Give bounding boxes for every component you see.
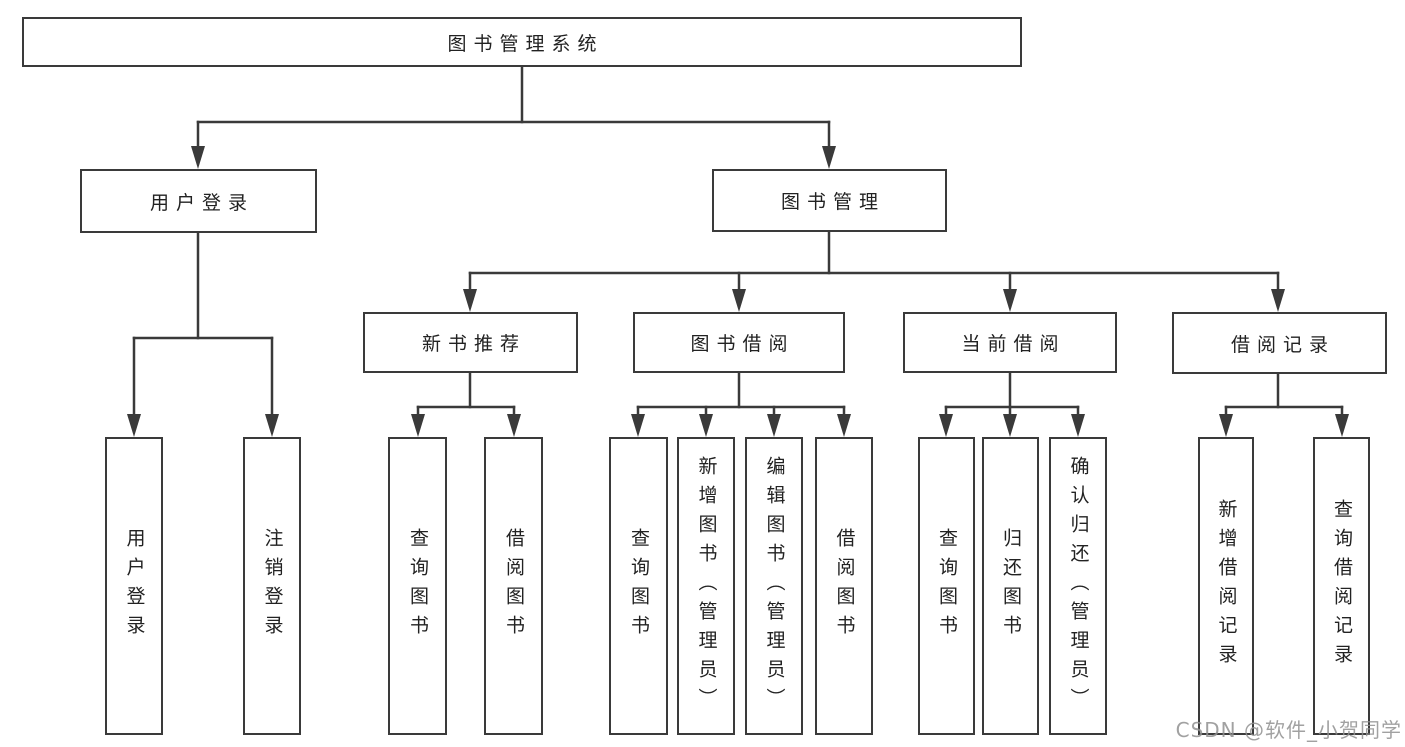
node-new-book-recommend: 新书推荐 bbox=[363, 312, 578, 373]
node-book-management: 图书管理 bbox=[712, 169, 947, 232]
node-user-login: 用户登录 bbox=[80, 169, 317, 233]
node-borrow-records: 借阅记录 bbox=[1172, 312, 1387, 374]
leaf-records-add-borrow-record: 新增借阅记录 bbox=[1198, 437, 1254, 735]
leaf-records-query-borrow-record: 查询借阅记录 bbox=[1313, 437, 1370, 735]
leaf-current-return-books: 归还图书 bbox=[982, 437, 1039, 735]
leaf-borrowing-borrow-books: 借阅图书 bbox=[815, 437, 873, 735]
leaf-newbook-borrow-books: 借阅图书 bbox=[484, 437, 543, 735]
node-root-library-management-system: 图书管理系统 bbox=[22, 17, 1022, 67]
leaf-borrowing-query-books: 查询图书 bbox=[609, 437, 668, 735]
leaf-borrowing-edit-books-admin: 编辑图书（管理员） bbox=[745, 437, 803, 735]
csdn-watermark: CSDN @软件_小贺同学 bbox=[1175, 718, 1402, 742]
leaf-user-login: 用户登录 bbox=[105, 437, 163, 735]
leaf-current-confirm-return-admin: 确认归还（管理员） bbox=[1049, 437, 1107, 735]
node-book-borrowing: 图书借阅 bbox=[633, 312, 845, 373]
node-current-borrowing: 当前借阅 bbox=[903, 312, 1117, 373]
leaf-newbook-query-books: 查询图书 bbox=[388, 437, 447, 735]
leaf-current-query-books: 查询图书 bbox=[918, 437, 975, 735]
leaf-borrowing-add-books-admin: 新增图书（管理员） bbox=[677, 437, 735, 735]
leaf-logout-login: 注销登录 bbox=[243, 437, 301, 735]
